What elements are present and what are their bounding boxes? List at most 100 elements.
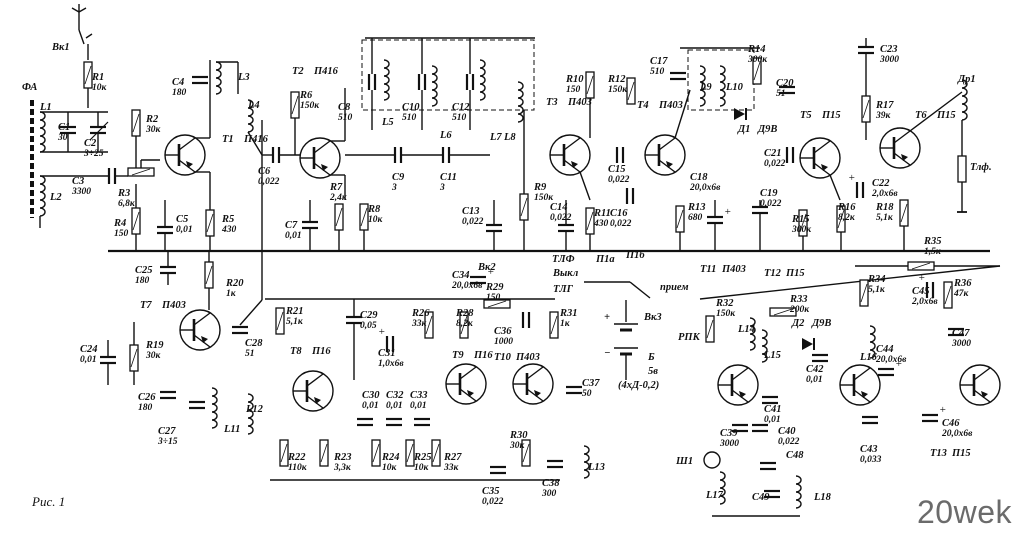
resistor-r1	[83, 61, 93, 89]
polarity-plus: +	[895, 358, 902, 370]
resistor-r13-value: 680	[688, 213, 703, 223]
capacitor-c3-value: 3300	[71, 187, 91, 197]
resistor-r2	[131, 109, 141, 137]
resistor-r31-value: 1к	[560, 319, 571, 329]
capacitor-c29	[346, 315, 362, 325]
resistor-r20-ref: R20	[225, 278, 244, 289]
wire	[629, 281, 651, 299]
capacitor-c7-ref: C7	[285, 220, 298, 231]
resistor-r24-ref: R24	[381, 452, 400, 463]
resistor-r20	[204, 261, 214, 289]
resistor-r3	[127, 167, 155, 177]
capacitor-c46-value: 20,0х6в	[941, 429, 973, 439]
resistor-r5	[205, 209, 215, 237]
capacitor-c21	[785, 147, 795, 163]
inductor-l7	[479, 59, 486, 101]
capacitor-c17	[670, 71, 686, 81]
switch-3-label: Вк3	[643, 312, 662, 323]
capacitor-c43-ref: C43	[860, 444, 878, 455]
inductor-l3-ref: L3	[237, 72, 250, 83]
transistor-t12	[839, 364, 881, 406]
capacitor-c11	[441, 147, 451, 163]
resistor-r25-ref: R25	[413, 452, 432, 463]
plug-label: Ш1	[675, 456, 693, 467]
resistor-r30-ref: R30	[509, 430, 528, 441]
inductor-l11-ref: L11	[223, 424, 240, 435]
resistor-r32-value: 150к	[716, 309, 736, 319]
inductor-l5	[383, 59, 390, 101]
resistor-r11	[585, 207, 595, 235]
resistor-r31-ref: R31	[559, 308, 578, 319]
inductor-l16-ref: L16	[859, 352, 878, 363]
resistor-r28	[459, 311, 469, 339]
transistor-t13	[959, 364, 1001, 406]
inductor-l6-ref: L6	[439, 130, 452, 141]
resistor-r13	[675, 205, 685, 233]
inductor-l14	[749, 317, 756, 351]
capacitor-c49	[764, 489, 780, 499]
capacitor-c31-ref: C31	[378, 348, 396, 359]
resistor-r9-ref: R9	[533, 182, 547, 193]
capacitor-c15-ref: C15	[608, 164, 626, 175]
capacitor-c14-value: 0,022	[550, 213, 572, 223]
battery-voltage-label: 5в	[648, 366, 658, 377]
resistor-r23-value: 3,3к	[333, 463, 352, 473]
resistor-r28-ref: R28	[455, 308, 474, 319]
capacitor-c16-value: 0,022	[610, 219, 632, 229]
wire	[85, 33, 93, 39]
capacitor-c17-ref: C17	[650, 56, 668, 67]
inductor-l1-ref: L1	[39, 102, 52, 113]
antenna-icon	[71, 4, 87, 13]
capacitor-c44-value: 20,0х6в	[875, 355, 907, 365]
inductor-l13-ref: L13	[587, 462, 605, 473]
capacitor-c39	[732, 423, 748, 433]
capacitor-c13-value: 0,022	[462, 217, 484, 227]
inductor-l6x	[961, 79, 968, 121]
inductor-l8-ref: L8	[503, 132, 516, 143]
figure-caption: Рис. 1	[32, 494, 66, 509]
capacitor-c33-ref: C33	[410, 390, 428, 401]
inductor-l18	[795, 475, 802, 509]
inductor-l9-ref: L9	[699, 82, 712, 93]
resistor-r11-ref: R11	[593, 208, 611, 219]
capacitor-c48	[760, 461, 776, 471]
capacitor-c10-ref: C10	[402, 102, 420, 113]
resistor-r36-value: 47к	[953, 289, 970, 299]
resistor-r9-value: 150к	[534, 193, 554, 203]
resistor-r8-value: 10к	[368, 215, 384, 225]
capacitor-c20	[779, 85, 795, 95]
transistor-t3-ref: T3	[546, 97, 558, 108]
resistor-r10	[585, 71, 595, 99]
capacitor-c40-ref: C40	[778, 426, 796, 437]
resistor-r17-value: 39к	[875, 111, 892, 121]
resistor-r27	[431, 439, 441, 467]
resistor-r21	[275, 307, 285, 335]
resistor-r10-ref: R10	[565, 74, 584, 85]
resistor-r35-ref: R35	[923, 236, 942, 247]
resistor-r35-value: 1,5к	[924, 247, 942, 257]
capacitor-c15-value: 0,022	[608, 175, 630, 185]
switch-1b-label: П1б	[625, 250, 645, 261]
position-tlf-label: ТЛФ	[552, 254, 575, 265]
resistor-r3-value: 6,8к	[118, 199, 136, 209]
transistor-t2-type: П416	[313, 66, 339, 77]
resistor-r33-ref: R33	[789, 294, 808, 305]
capacitor-c6-ref: C6	[258, 166, 271, 177]
capacitor-c16	[625, 188, 635, 204]
watermark: 20wek	[917, 494, 1012, 530]
resistor-r13-ref: R13	[687, 202, 706, 213]
transistor-t2	[299, 137, 341, 179]
capacitor-c47-value: 3000	[951, 339, 971, 349]
capacitor-c32	[386, 417, 402, 427]
capacitor-c17-value: 510	[650, 67, 665, 77]
inductor-l16	[869, 325, 876, 359]
diode-д1-type: Д9В	[757, 124, 777, 135]
inductor-l2	[39, 175, 46, 217]
capacitor-c25-value: 180	[135, 276, 150, 286]
transistor-t10	[512, 363, 554, 405]
capacitor-c33-value: 0,01	[410, 401, 427, 411]
capacitor-c38-ref: C38	[542, 478, 560, 489]
inductor-l12-ref: L12	[245, 404, 264, 415]
capacitor-c29-ref: C29	[360, 310, 378, 321]
inductor-l13	[583, 445, 590, 479]
